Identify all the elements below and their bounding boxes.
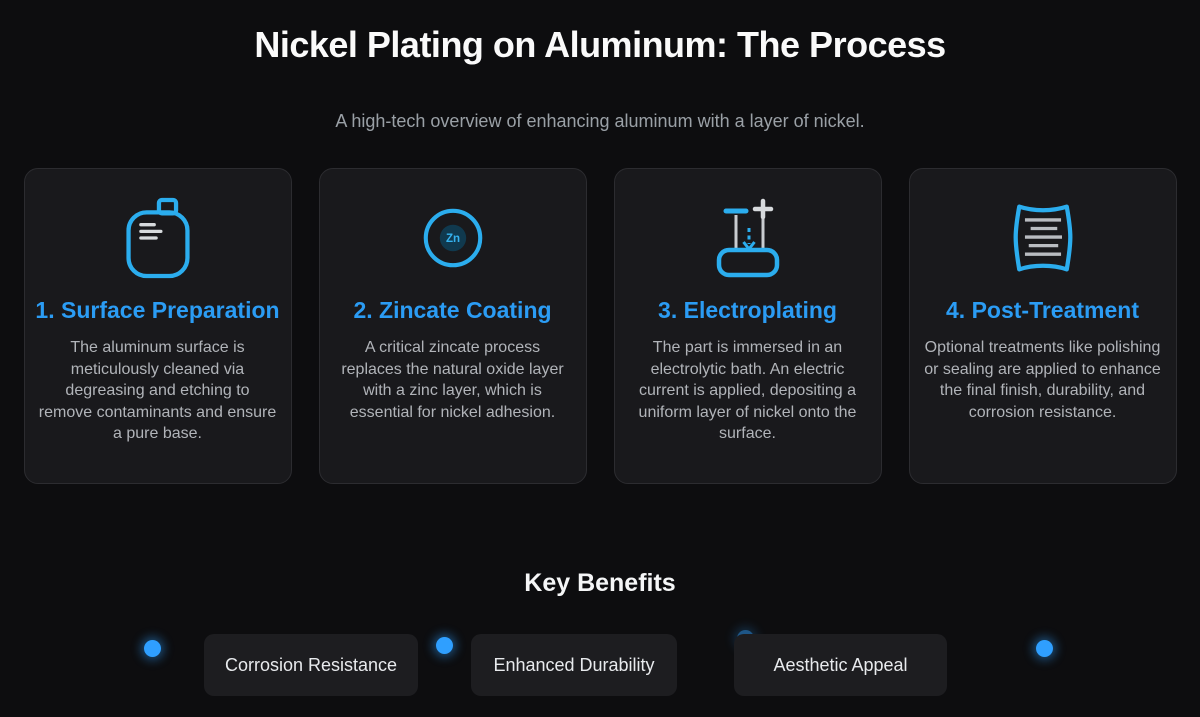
benefit-chip-corrosion-resistance: Corrosion Resistance <box>204 634 418 696</box>
step-title: 1. Surface Preparation <box>35 297 280 323</box>
zn-symbol-label: Zn <box>445 233 459 245</box>
process-steps-row: 1. Surface Preparation The aluminum surf… <box>0 168 1200 484</box>
step-description: Optional treatments like polishing or se… <box>924 339 1161 421</box>
flow-dot-icon <box>144 640 161 657</box>
step-description: A critical zincate process replaces the … <box>341 339 564 421</box>
step-card-post-treatment: 4. Post-Treatment Optional treatments li… <box>908 168 1177 484</box>
step-card-electroplating: 3. Electroplating The part is immersed i… <box>613 168 882 484</box>
benefit-chip-enhanced-durability: Enhanced Durability <box>471 634 677 696</box>
step-title: 4. Post-Treatment <box>946 297 1139 323</box>
step-title: 2. Zincate Coating <box>353 297 552 323</box>
benefit-chip-aesthetic-appeal: Aesthetic Appeal <box>734 634 947 696</box>
page-title: Nickel Plating on Aluminum: The Process <box>254 24 946 65</box>
flow-dot-icon <box>436 637 453 654</box>
coated-layers-icon <box>910 195 1176 281</box>
benefits-heading: Key Benefits <box>524 569 676 597</box>
flow-dot-icon <box>1036 640 1053 657</box>
step-card-zincate-coating: Zn 2. Zincate Coating A critical zincate… <box>318 168 587 484</box>
zincate-circle-icon: Zn <box>320 195 586 281</box>
page-subtitle: A high-tech overview of enhancing alumin… <box>335 111 865 131</box>
step-title: 3. Electroplating <box>658 297 837 323</box>
step-description: The part is immersed in an electrolytic … <box>638 339 857 442</box>
step-card-surface-preparation: 1. Surface Preparation The aluminum surf… <box>23 168 292 484</box>
cleaning-canister-icon <box>25 195 291 281</box>
step-description: The aluminum surface is meticulously cle… <box>38 339 277 442</box>
benefits-row: Corrosion Resistance Enhanced Durability… <box>0 630 1200 696</box>
electroplating-bath-icon <box>615 195 881 281</box>
